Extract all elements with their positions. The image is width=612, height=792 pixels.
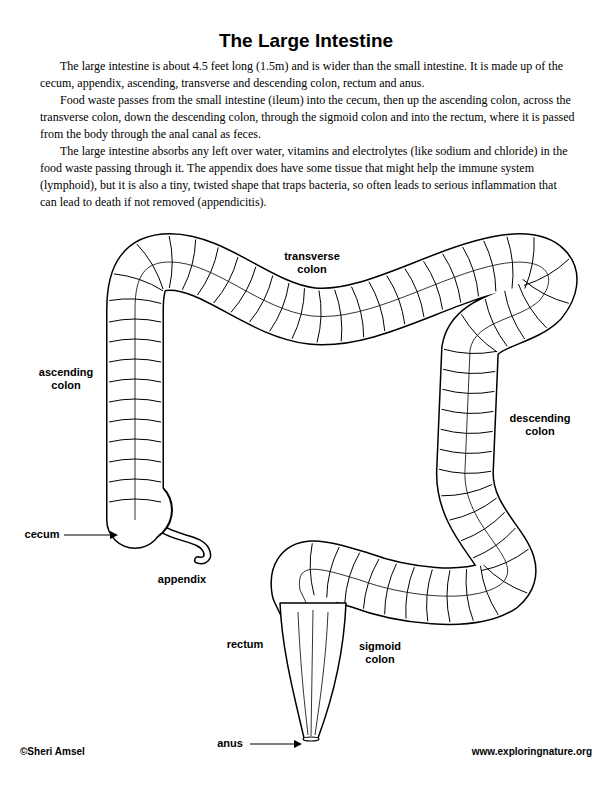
- haustral-fold: [443, 254, 461, 303]
- leader-line: [64, 534, 111, 535]
- haustral-fold: [466, 569, 473, 621]
- part-label: descending colon: [509, 412, 570, 438]
- haustral-fold: [109, 339, 161, 342]
- haustral-fold: [442, 389, 494, 393]
- haustral-fold: [481, 549, 528, 570]
- part-label: cecum: [25, 528, 60, 541]
- colon-outline: [135, 262, 549, 615]
- haustral-fold: [345, 553, 360, 603]
- haustral-fold: [440, 449, 492, 453]
- intro-text: The large intestine is about 4.5 feet lo…: [40, 58, 575, 211]
- haustral-fold: [524, 259, 569, 285]
- haustral-fold: [109, 459, 161, 462]
- haustral-fold: [387, 276, 405, 325]
- taenia-band: [135, 262, 549, 615]
- rectum-fold: [298, 612, 308, 735]
- haustral-fold: [385, 564, 397, 615]
- part-label: transverse colon: [284, 250, 340, 276]
- haustral-fold: [507, 237, 513, 289]
- haustral-fold: [463, 247, 479, 297]
- haustral-fold: [109, 479, 161, 482]
- haustral-fold: [109, 379, 161, 382]
- haustral-fold: [109, 419, 161, 422]
- haustral-fold: [443, 369, 495, 373]
- haustral-fold: [485, 299, 507, 346]
- haustral-fold: [484, 241, 496, 292]
- haustral-fold: [441, 429, 493, 433]
- appendix-outline: [160, 528, 207, 561]
- haustral-fold: [406, 567, 415, 618]
- haustral-fold: [109, 299, 161, 304]
- haustral-fold: [461, 314, 497, 352]
- haustral-fold: [351, 287, 363, 338]
- haustral-fold: [114, 274, 163, 291]
- haustral-fold: [424, 261, 443, 309]
- haustral-fold: [249, 276, 272, 322]
- haustra-folds: [109, 236, 569, 622]
- leader-arrowhead: [110, 531, 118, 539]
- haustral-fold: [109, 399, 161, 402]
- haustral-fold: [518, 284, 546, 328]
- haustral-fold: [137, 244, 163, 289]
- haustral-fold: [405, 269, 424, 317]
- appendix-fill: [160, 528, 207, 561]
- copyright-note: ©Sheri Amsel: [20, 745, 85, 758]
- website-note: www.exploringnature.org: [472, 745, 592, 758]
- colon-fill: [135, 262, 549, 615]
- haustral-fold: [480, 566, 498, 615]
- haustral-fold: [447, 570, 450, 622]
- colon-drawing: [64, 236, 569, 748]
- page-title: The Large Intestine: [0, 30, 612, 52]
- haustral-fold: [214, 257, 238, 303]
- part-label: ascending colon: [39, 366, 93, 392]
- haustral-fold: [109, 439, 161, 442]
- part-label: appendix: [158, 573, 206, 586]
- haustral-fold: [523, 279, 569, 303]
- rectum-fold: [315, 612, 328, 735]
- haustral-fold: [335, 290, 342, 342]
- haustral-fold: [169, 236, 172, 288]
- haustral-fold: [441, 485, 492, 496]
- haustral-fold: [442, 409, 494, 413]
- haustral-fold: [369, 282, 385, 332]
- haustral-fold: [427, 569, 433, 621]
- route-paragraph: Food waste passes from the small intesti…: [40, 92, 575, 143]
- haustral-fold: [270, 283, 289, 331]
- haustral-fold: [182, 239, 195, 289]
- intro-paragraph: The large intestine is about 4.5 feet lo…: [40, 58, 575, 92]
- haustral-fold: [109, 319, 161, 322]
- haustral-fold: [444, 349, 496, 353]
- haustral-fold: [197, 247, 218, 295]
- haustral-fold: [439, 469, 491, 473]
- haustral-fold: [461, 512, 505, 540]
- haustral-fold: [450, 498, 497, 520]
- part-label: sigmoid colon: [359, 640, 401, 666]
- haustral-fold: [317, 290, 321, 342]
- haustral-fold: [473, 528, 515, 558]
- haustral-fold: [231, 267, 256, 313]
- haustral-fold: [327, 547, 339, 597]
- haustral-fold: [525, 237, 534, 288]
- haustral-fold: [109, 359, 161, 362]
- leader-line: [250, 743, 295, 744]
- part-label: anus: [217, 737, 243, 750]
- rectum-fold: [311, 610, 313, 736]
- haustral-fold: [292, 288, 304, 338]
- leader-arrowhead: [294, 740, 302, 748]
- haustral-fold: [310, 543, 314, 595]
- anus-opening: [303, 737, 319, 741]
- haustral-fold: [505, 291, 525, 339]
- haustral-fold: [363, 559, 379, 609]
- haustral-fold: [109, 499, 161, 502]
- part-label: rectum: [227, 638, 264, 651]
- function-paragraph: The large intestine absorbs any left ove…: [40, 143, 575, 211]
- rectum-outline: [280, 603, 346, 738]
- haustral-fold: [483, 565, 527, 593]
